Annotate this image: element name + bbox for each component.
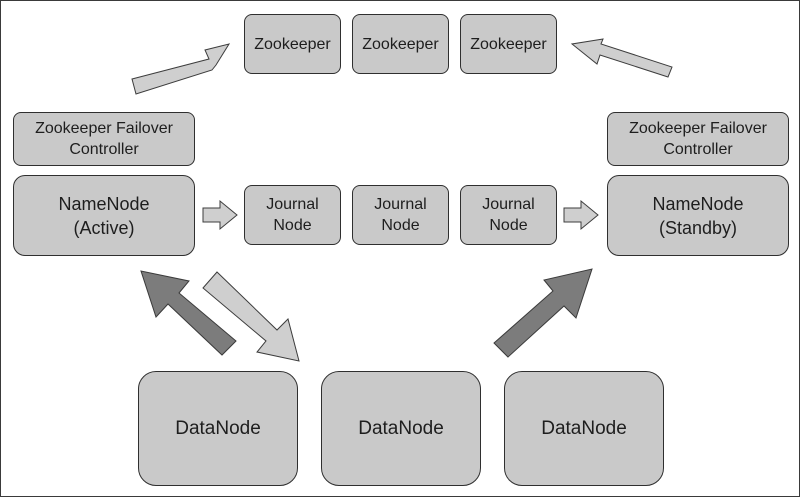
datanode-2: DataNode (321, 371, 481, 486)
namenode-active: NameNode (Active) (13, 175, 195, 256)
zookeeper-node-1: Zookeeper (244, 14, 341, 74)
zookeeper-failover-controller-right: Zookeeper Failover Controller (607, 112, 789, 166)
datanode-3: DataNode (504, 371, 664, 486)
zookeeper-failover-controller-left: Zookeeper Failover Controller (13, 112, 195, 166)
arrow-journal-to-namenode-standby (563, 199, 599, 231)
arrow-datanode-to-namenode-active (140, 270, 237, 356)
journal-node-3: Journal Node (460, 185, 557, 245)
datanode-1: DataNode (138, 371, 298, 486)
arrow-datanode-to-namenode-standby (493, 268, 593, 358)
arrow-namenode-active-to-datanode (202, 271, 300, 362)
arrow-zkfc-right-to-zookeeper (570, 38, 673, 78)
journal-node-2: Journal Node (352, 185, 449, 245)
zookeeper-node-3: Zookeeper (460, 14, 557, 74)
namenode-standby: NameNode (Standby) (607, 175, 789, 256)
arrow-namenode-active-to-journal (202, 199, 238, 231)
arrow-zkfc-left-to-zookeeper (131, 43, 231, 95)
journal-node-1: Journal Node (244, 185, 341, 245)
zookeeper-node-2: Zookeeper (352, 14, 449, 74)
